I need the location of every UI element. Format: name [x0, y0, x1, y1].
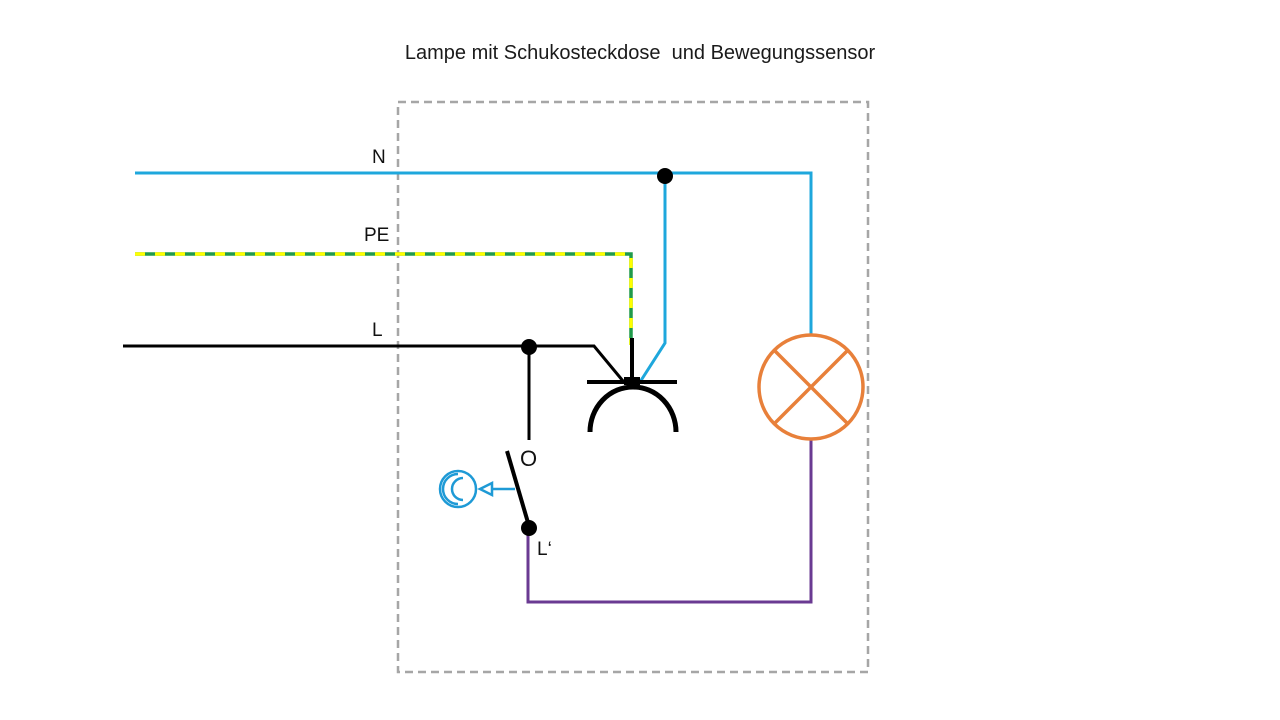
motion-sensor-icon	[438, 469, 515, 509]
label-phase: L	[372, 320, 383, 341]
pe-wire	[135, 252, 633, 345]
label-pe: PE	[364, 225, 389, 246]
neutral-wire	[135, 171, 813, 383]
switched-phase-wire	[526, 440, 813, 604]
label-switch-contact: O	[520, 446, 537, 471]
switch-contact-icon	[505, 450, 531, 527]
phase-junction	[521, 339, 537, 355]
diagram-title: Lampe mit Schukosteckdose und Bewegungss…	[404, 42, 876, 64]
lamp-symbol-icon	[757, 333, 865, 441]
housing-box	[396, 100, 870, 674]
neutral-junction	[657, 168, 673, 184]
label-switched-phase: L‘	[537, 539, 552, 560]
schuko-socket-icon	[587, 338, 679, 433]
label-neutral: N	[372, 147, 386, 168]
switch-terminal	[521, 520, 537, 536]
phase-wire	[123, 344, 625, 440]
